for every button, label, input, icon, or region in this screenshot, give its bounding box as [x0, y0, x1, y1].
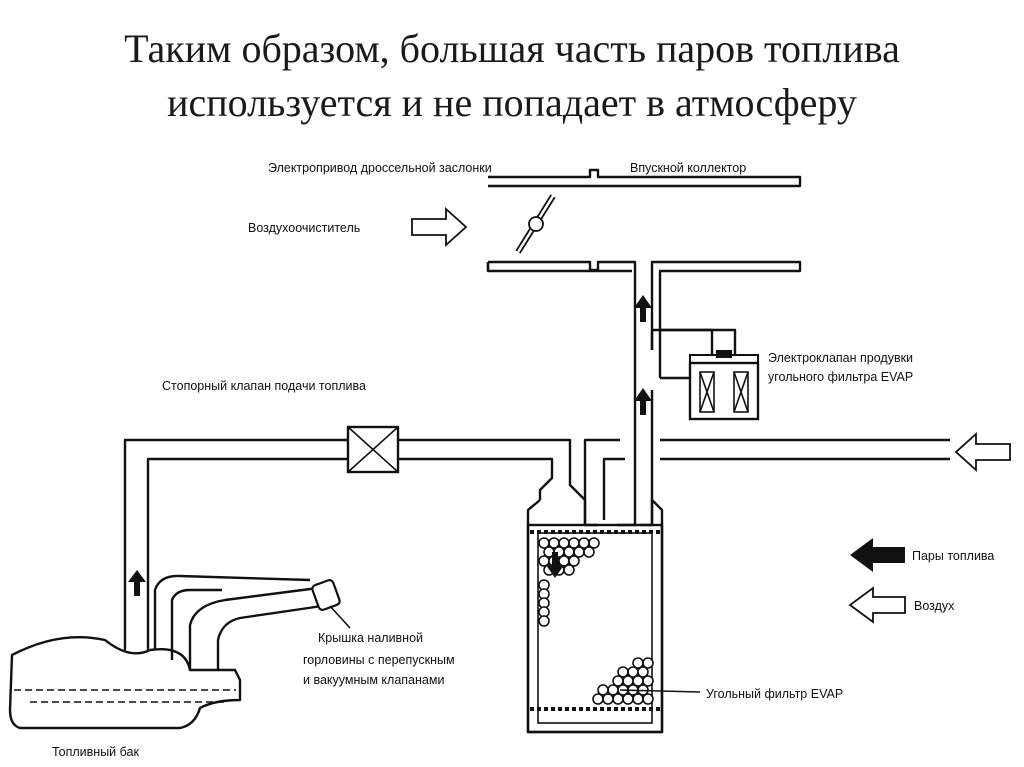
label-purge-valve-2: угольного фильтра EVAP	[768, 370, 913, 384]
vapor-flow-arrows	[128, 295, 652, 596]
vapor-line-from-tank	[123, 438, 587, 650]
label-intake-manifold: Впускной коллектор	[630, 161, 746, 175]
charcoal-pellets-bottom	[592, 657, 654, 705]
air-inlet-line	[583, 431, 1011, 527]
title-line-1: Таким образом, большая часть паров топли…	[124, 26, 900, 71]
purge-solenoid-valve	[658, 330, 760, 421]
fuel-vapor-arrow-icon	[850, 538, 905, 572]
throttle-plate	[515, 194, 556, 254]
intake-manifold-tube	[486, 168, 802, 350]
label-fuel-tank: Топливный бак	[52, 745, 139, 759]
filler-cap-icon	[311, 579, 351, 629]
legend	[848, 538, 906, 624]
label-charcoal-canister: Угольный фильтр EVAP	[706, 687, 843, 701]
leader-lines	[619, 689, 701, 693]
label-fuel-cutoff-valve: Стопорный клапан подачи топлива	[162, 379, 366, 393]
label-throttle-actuator: Электропривод дроссельной заслонки	[268, 161, 492, 175]
fuel-tank	[8, 635, 242, 730]
air-arrow-icon	[848, 586, 906, 624]
legend-fuel-vapor-label: Пары топлива	[912, 549, 994, 563]
air-cleaner-arrow	[411, 206, 468, 248]
charcoal-pellets-top	[538, 537, 600, 627]
charcoal-canister	[526, 498, 664, 734]
legend-air-label: Воздух	[914, 599, 955, 613]
label-air-cleaner: Воздухоочиститель	[248, 221, 360, 235]
title-line-2: используется и не попадает в атмосферу	[167, 80, 857, 125]
fuel-cutoff-valve	[346, 425, 400, 474]
label-filler-cap-3: и вакуумным клапанами	[303, 673, 444, 687]
slide-title: Таким образом, большая часть паров топли…	[0, 22, 1024, 130]
filler-neck	[153, 574, 323, 670]
label-filler-cap-1: Крышка наливной	[318, 631, 423, 645]
label-purge-valve-1: Электроклапан продувки	[768, 351, 913, 365]
label-filler-cap-2: горловины с перепускным	[303, 653, 455, 667]
